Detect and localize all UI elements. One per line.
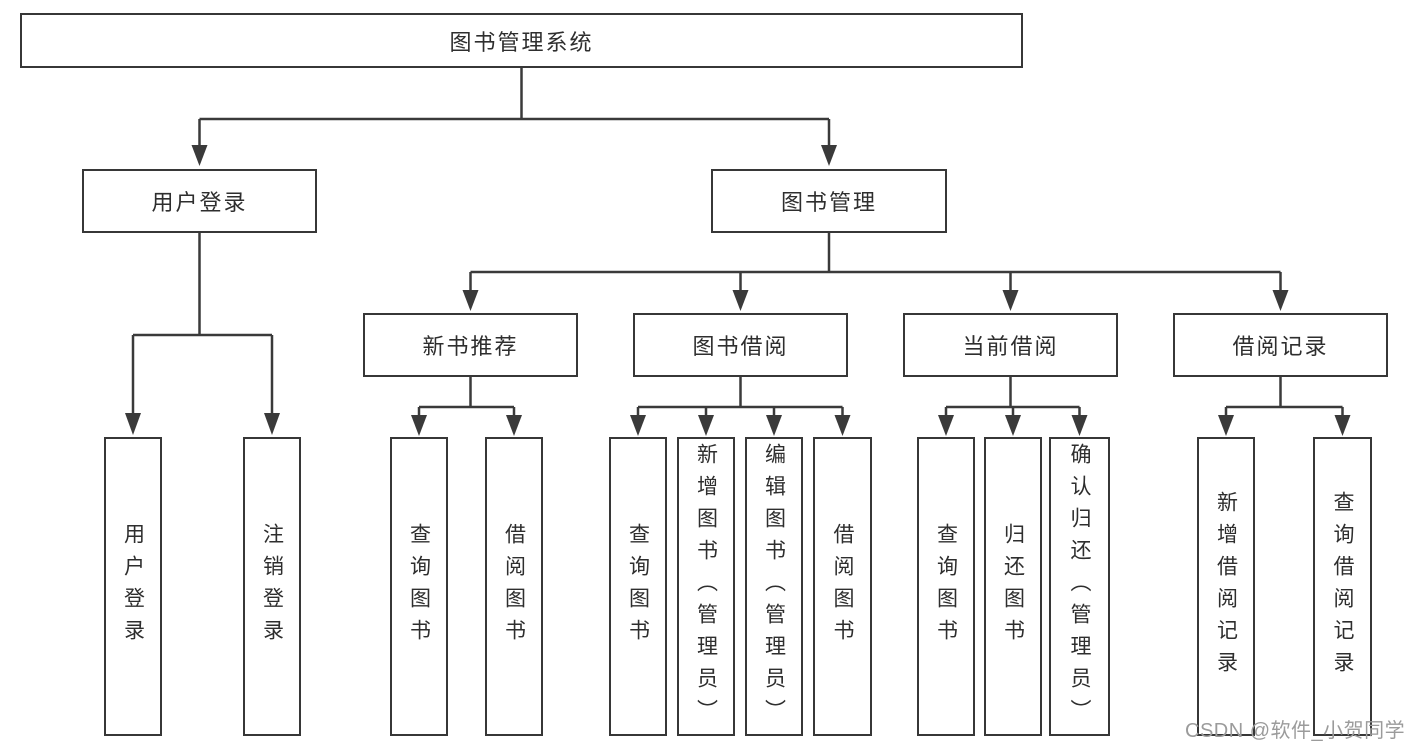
node-new-books: 新书推荐 [363, 313, 578, 377]
leaf-borrow-books-borrow-label: 借阅图书 [831, 522, 854, 651]
node-book-mgmt-label: 图书管理 [780, 190, 877, 215]
leaf-confirm-return-admin: 确认归还（管理员） [1049, 437, 1110, 736]
leaf-query-books-borrow-label: 查询图书 [626, 522, 650, 651]
leaf-query-borrow-record-label: 查询借阅记录 [1331, 490, 1354, 683]
leaf-add-borrow-record: 新增借阅记录 [1197, 437, 1255, 736]
leaf-user-login-label: 用户登录 [121, 522, 145, 651]
leaf-logout-label: 注销登录 [260, 522, 284, 651]
node-root-label: 图书管理系统 [449, 29, 594, 55]
leaf-query-books-newrec-label: 查询图书 [407, 522, 431, 651]
leaf-add-borrow-record-label: 新增借阅记录 [1214, 490, 1238, 683]
leaf-return-book-label: 归还图书 [1001, 522, 1025, 651]
leaf-query-borrow-record: 查询借阅记录 [1313, 437, 1372, 736]
leaf-query-books-current: 查询图书 [917, 437, 975, 736]
leaf-return-book: 归还图书 [984, 437, 1042, 736]
leaf-add-book-admin: 新增图书（管理员） [677, 437, 735, 736]
node-book-borrow: 图书借阅 [633, 313, 848, 377]
leaf-query-books-newrec: 查询图书 [390, 437, 448, 736]
node-current-borrow: 当前借阅 [903, 313, 1118, 377]
node-borrow-records: 借阅记录 [1173, 313, 1388, 377]
leaf-user-login: 用户登录 [104, 437, 162, 736]
leaf-query-books-borrow: 查询图书 [609, 437, 667, 736]
leaf-logout: 注销登录 [243, 437, 301, 736]
node-root: 图书管理系统 [20, 13, 1023, 68]
leaf-edit-book-admin-label: 编辑图书（管理员） [762, 442, 786, 731]
leaf-borrow-books-newrec-label: 借阅图书 [502, 522, 526, 651]
node-borrow-records-label: 借阅记录 [1232, 334, 1329, 359]
leaf-confirm-return-admin-label: 确认归还（管理员） [1068, 442, 1091, 731]
leaf-borrow-books-borrow: 借阅图书 [813, 437, 872, 736]
node-new-books-label: 新书推荐 [422, 334, 519, 359]
leaf-add-book-admin-label: 新增图书（管理员） [694, 442, 718, 731]
leaf-edit-book-admin: 编辑图书（管理员） [745, 437, 803, 736]
node-current-borrow-label: 当前借阅 [962, 334, 1059, 359]
node-book-mgmt: 图书管理 [711, 169, 947, 233]
leaf-query-books-current-label: 查询图书 [934, 522, 958, 651]
watermark: CSDN @软件_小贺同学 [1185, 720, 1405, 742]
node-book-borrow-label: 图书借阅 [692, 334, 789, 359]
node-user-login: 用户登录 [82, 169, 317, 233]
node-user-login-label: 用户登录 [151, 190, 248, 215]
leaf-borrow-books-newrec: 借阅图书 [485, 437, 543, 736]
